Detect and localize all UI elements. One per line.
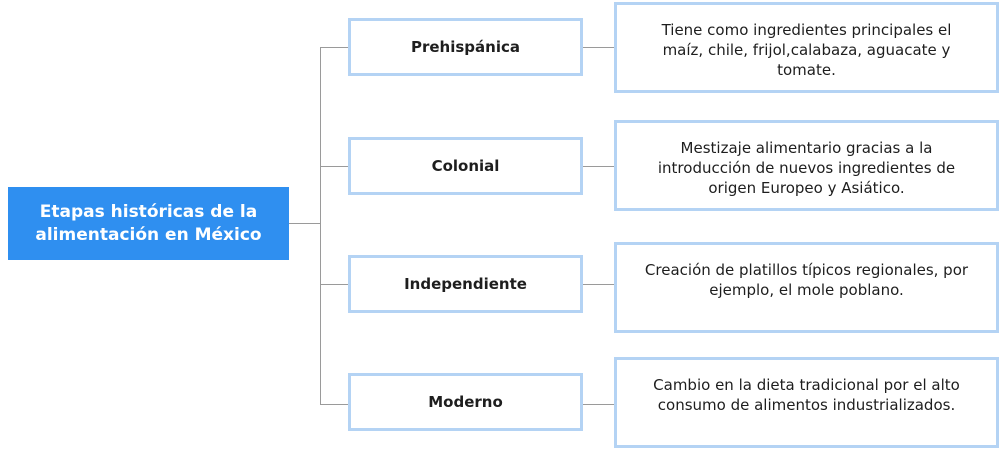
description-text: Mestizaje alimentario gracias a la intro…	[657, 139, 956, 197]
stage-node-moderno: Moderno	[348, 373, 583, 431]
description-text: Creación de platillos típicos regionales…	[644, 261, 969, 299]
stage-node-colonial: Colonial	[348, 137, 583, 195]
description-node-moderno: Cambio en la dieta tradicional por el al…	[614, 357, 999, 448]
description-text: Cambio en la dieta tradicional por el al…	[653, 376, 960, 414]
description-node-colonial: Mestizaje alimentario gracias a la intro…	[614, 120, 999, 211]
root-node: Etapas históricas de la alimentación en …	[8, 187, 289, 260]
description-text: Tiene como ingredientes principales el m…	[661, 21, 952, 79]
stage-label: Prehispánica	[410, 38, 520, 56]
description-node-independiente: Creación de platillos típicos regionales…	[614, 242, 999, 333]
stage-node-independiente: Independiente	[348, 255, 583, 313]
description-node-prehispanica: Tiene como ingredientes principales el m…	[614, 2, 999, 93]
stage-node-prehispanica: Prehispánica	[348, 18, 583, 76]
stage-label: Colonial	[431, 157, 500, 175]
stage-label: Moderno	[428, 393, 503, 411]
stage-label: Independiente	[404, 275, 527, 293]
